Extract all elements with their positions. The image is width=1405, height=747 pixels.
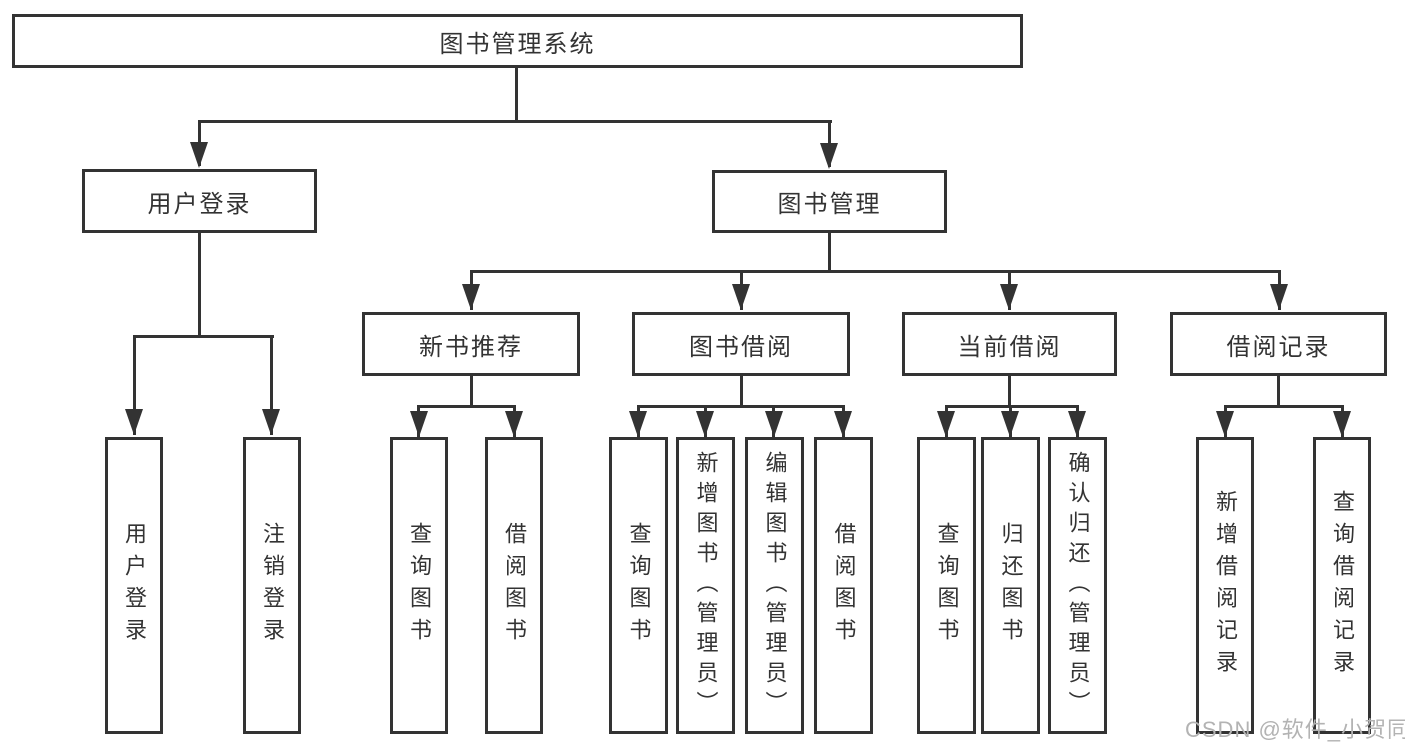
leaf-borrow-books-label: 借阅图书 bbox=[831, 521, 857, 650]
arrow-down-icon bbox=[505, 411, 523, 437]
connector-bookborrow-stem bbox=[740, 376, 743, 408]
arrow-down-icon bbox=[1000, 284, 1018, 310]
node-book-manage: 图书管理 bbox=[712, 170, 947, 233]
connector-root-stem bbox=[515, 66, 518, 122]
arrow-down-icon bbox=[732, 284, 750, 310]
connector-manage-stem bbox=[828, 233, 831, 272]
node-current-borrow: 当前借阅 bbox=[902, 312, 1117, 376]
leaf-query-books: 查询图书 bbox=[390, 437, 448, 734]
node-book-manage-label: 图书管理 bbox=[777, 191, 882, 218]
arrow-down-icon bbox=[190, 142, 208, 168]
csdn-watermark: CSDN @软件_小贺同学 bbox=[1185, 717, 1405, 742]
arrow-down-icon bbox=[629, 411, 647, 437]
leaf-add-borrow-record: 新增借阅记录 bbox=[1196, 437, 1254, 734]
node-root: 图书管理系统 bbox=[12, 14, 1023, 68]
connector-newbook-horizontal bbox=[417, 405, 516, 408]
arrow-down-icon bbox=[696, 411, 714, 437]
leaf-logout-label: 注销登录 bbox=[260, 521, 285, 650]
node-user-login: 用户登录 bbox=[82, 169, 317, 233]
leaf-return-books: 归还图书 bbox=[981, 437, 1040, 734]
connector-arrow-shaft bbox=[270, 335, 273, 435]
leaf-query-books: 查询图书 bbox=[917, 437, 976, 734]
leaf-query-books-label: 查询图书 bbox=[934, 521, 960, 650]
node-current-borrow-label: 当前借阅 bbox=[957, 333, 1062, 361]
connector-root-horizontal bbox=[198, 120, 832, 123]
leaf-logout: 注销登录 bbox=[243, 437, 301, 734]
leaf-query-books-label: 查询图书 bbox=[407, 521, 432, 650]
leaf-query-borrow-record-label: 查询借阅记录 bbox=[1330, 489, 1355, 682]
arrow-down-icon bbox=[937, 411, 955, 437]
node-borrow-record: 借阅记录 bbox=[1170, 312, 1387, 376]
leaf-confirm-return-admin-label: 确认归还（管理员） bbox=[1065, 450, 1091, 721]
connector-manage-horizontal bbox=[470, 270, 1281, 273]
leaf-user-login-label: 用户登录 bbox=[122, 521, 147, 650]
leaf-return-books-label: 归还图书 bbox=[998, 521, 1024, 650]
node-borrow-record-label: 借阅记录 bbox=[1226, 333, 1331, 361]
node-new-book: 新书推荐 bbox=[362, 312, 580, 376]
leaf-add-borrow-record-label: 新增借阅记录 bbox=[1213, 489, 1238, 682]
leaf-edit-book-admin: 编辑图书（管理员） bbox=[745, 437, 804, 734]
arrow-down-icon bbox=[834, 411, 852, 437]
node-user-login-label: 用户登录 bbox=[147, 190, 252, 218]
leaf-borrow-books: 借阅图书 bbox=[814, 437, 873, 734]
arrow-down-icon bbox=[765, 411, 783, 437]
arrow-down-icon bbox=[1001, 411, 1019, 437]
arrow-down-icon bbox=[125, 409, 143, 435]
arrow-down-icon bbox=[1216, 411, 1234, 437]
connector-bookborrow-horizontal bbox=[637, 405, 845, 408]
connector-login-stem bbox=[198, 233, 201, 337]
leaf-query-books-label: 查询图书 bbox=[626, 521, 652, 650]
leaf-borrow-books-label: 借阅图书 bbox=[502, 521, 527, 650]
leaf-query-books: 查询图书 bbox=[609, 437, 668, 734]
connector-newbook-stem bbox=[470, 376, 473, 408]
connector-arrow-shaft bbox=[133, 335, 136, 435]
connector-current-stem bbox=[1008, 376, 1011, 408]
arrow-down-icon bbox=[1270, 284, 1288, 310]
node-new-book-label: 新书推荐 bbox=[419, 333, 523, 361]
leaf-edit-book-admin-label: 编辑图书（管理员） bbox=[762, 450, 788, 721]
connector-current-horizontal bbox=[945, 405, 1079, 408]
connector-record-stem bbox=[1277, 376, 1280, 408]
arrow-down-icon bbox=[410, 411, 428, 437]
arrow-down-icon bbox=[262, 409, 280, 435]
leaf-borrow-books: 借阅图书 bbox=[485, 437, 543, 734]
leaf-user-login: 用户登录 bbox=[105, 437, 163, 734]
arrow-down-icon bbox=[1333, 411, 1351, 437]
node-root-label: 图书管理系统 bbox=[439, 30, 596, 58]
leaf-query-borrow-record: 查询借阅记录 bbox=[1313, 437, 1371, 734]
node-book-borrow: 图书借阅 bbox=[632, 312, 850, 376]
leaf-add-book-admin-label: 新增图书（管理员） bbox=[693, 450, 719, 721]
node-book-borrow-label: 图书借阅 bbox=[689, 333, 793, 361]
arrow-down-icon bbox=[1068, 411, 1086, 437]
leaf-confirm-return-admin: 确认归还（管理员） bbox=[1048, 437, 1107, 734]
arrow-down-icon bbox=[820, 143, 838, 169]
arrow-down-icon bbox=[462, 284, 480, 310]
connector-record-horizontal bbox=[1224, 405, 1344, 408]
connector-login-horizontal bbox=[133, 335, 274, 338]
leaf-add-book-admin: 新增图书（管理员） bbox=[676, 437, 735, 734]
